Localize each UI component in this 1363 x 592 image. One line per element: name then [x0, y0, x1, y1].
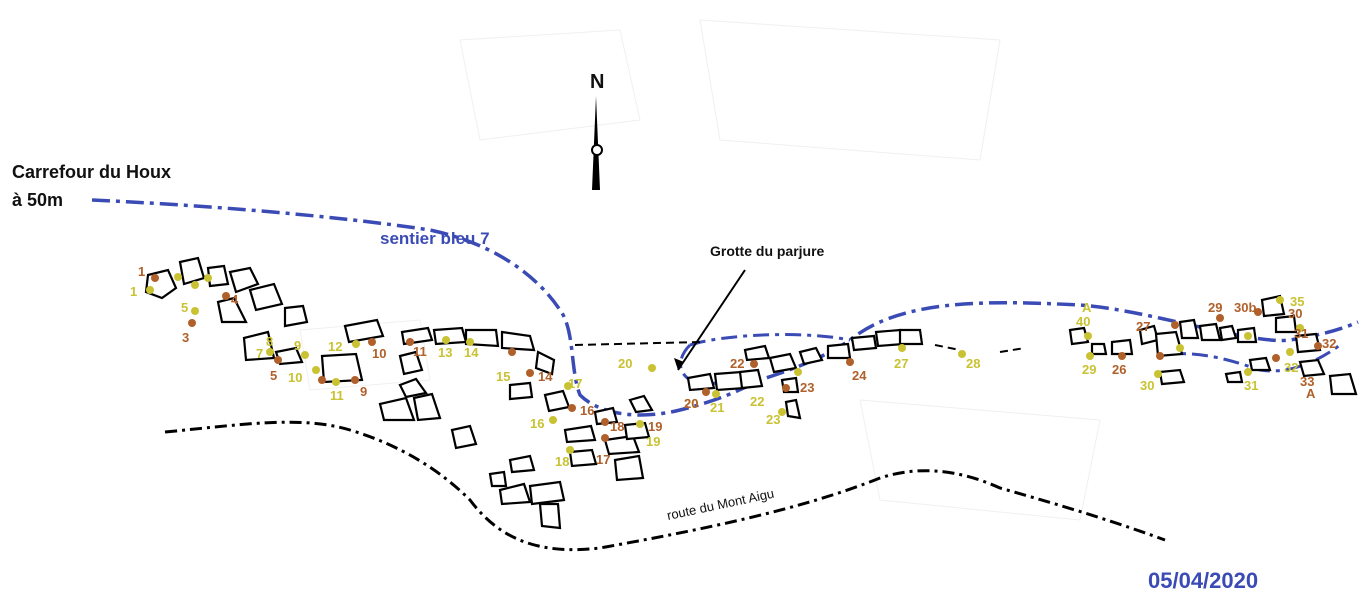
marker-label: 20 — [684, 396, 698, 411]
marker-label: 3 — [182, 330, 189, 345]
marker-label: 17 — [568, 376, 582, 391]
marker-label: 26 — [1112, 362, 1126, 377]
marker-label: 23 — [766, 412, 780, 427]
marker-label: 19 — [648, 419, 662, 434]
marker-label: 9 — [360, 384, 367, 399]
marker-label: 23 — [800, 380, 814, 395]
brown-marker-labels: 1 3 4 5 9 10 11 14 16 17 18 19 20 22 23 … — [138, 264, 1336, 467]
marker-label: 10 — [372, 346, 386, 361]
north-label: N — [590, 71, 604, 93]
marker-label: 18 — [610, 419, 624, 434]
marker-label: 24 — [852, 368, 867, 383]
marker-label: 18 — [555, 454, 569, 469]
marker-label: 9 — [294, 338, 301, 353]
start-label-line2: à 50m — [12, 190, 63, 210]
marker-label: A — [1082, 300, 1092, 315]
background-sketch — [299, 19, 1101, 521]
marker-label: 30b — [1234, 300, 1256, 315]
road-line — [164, 420, 1166, 552]
marker-label: A — [1306, 386, 1316, 401]
marker-label: 20 — [618, 356, 632, 371]
trail-label: sentier bleu 7 — [380, 229, 490, 248]
yellow-marker-labels: 1 5 7 8 9 10 11 12 13 14 15 16 17 18 19 … — [130, 284, 1304, 469]
marker-label: 7 — [256, 346, 263, 361]
blue-trail-line — [91, 198, 1359, 417]
marker-label: 1 — [130, 284, 137, 299]
marker-label: 30 — [1140, 378, 1154, 393]
marker-label: 11 — [330, 388, 344, 403]
marker-label: 29 — [1082, 362, 1096, 377]
cave-pointer — [677, 269, 746, 371]
marker-label: 8 — [266, 334, 273, 349]
marker-label: 16 — [580, 403, 594, 418]
boulders — [144, 256, 1358, 530]
marker-label: 28 — [966, 356, 980, 371]
marker-label: 16 — [530, 416, 544, 431]
marker-label: 27 — [894, 356, 908, 371]
marker-label: 21 — [710, 400, 724, 415]
dashed-path — [574, 341, 1026, 353]
marker-label: 32 — [1322, 336, 1336, 351]
marker-label: 29 — [1208, 300, 1222, 315]
marker-label: 35 — [1290, 294, 1304, 309]
marker-label: 5 — [270, 368, 277, 383]
date-label: 05/04/2020 — [1148, 568, 1258, 592]
marker-label: 10 — [288, 370, 302, 385]
marker-label: 20 — [684, 396, 698, 411]
marker-label: 17 — [596, 452, 610, 467]
marker-label: 1 — [138, 264, 145, 279]
road-label: route du Mont Aigu — [666, 486, 776, 523]
marker-label: 11 — [413, 344, 427, 359]
marker-label: 15 — [496, 369, 510, 384]
marker-dots — [146, 273, 1322, 454]
start-label-line1: Carrefour du Houx — [12, 162, 171, 182]
marker-label: 14 — [538, 369, 553, 384]
marker-label: 22 — [730, 356, 744, 371]
marker-label: 22 — [750, 394, 764, 409]
marker-label: 12 — [328, 339, 342, 354]
marker-label: 33 — [1300, 374, 1314, 389]
cave-label: Grotte du parjure — [710, 243, 825, 259]
marker-label: 4 — [231, 292, 239, 307]
marker-label: 27 — [1136, 319, 1150, 334]
marker-label: 31 — [1244, 378, 1258, 393]
marker-label: 19 — [646, 434, 660, 449]
marker-label: 30 — [1288, 306, 1302, 321]
marker-label: 14 — [464, 345, 479, 360]
marker-label: 32 — [1284, 360, 1298, 375]
north-arrow: N — [590, 71, 604, 190]
marker-label: 31 — [1294, 326, 1308, 341]
marker-label: 40 — [1076, 314, 1090, 329]
marker-label: 13 — [438, 345, 452, 360]
marker-label: 5 — [181, 300, 188, 315]
